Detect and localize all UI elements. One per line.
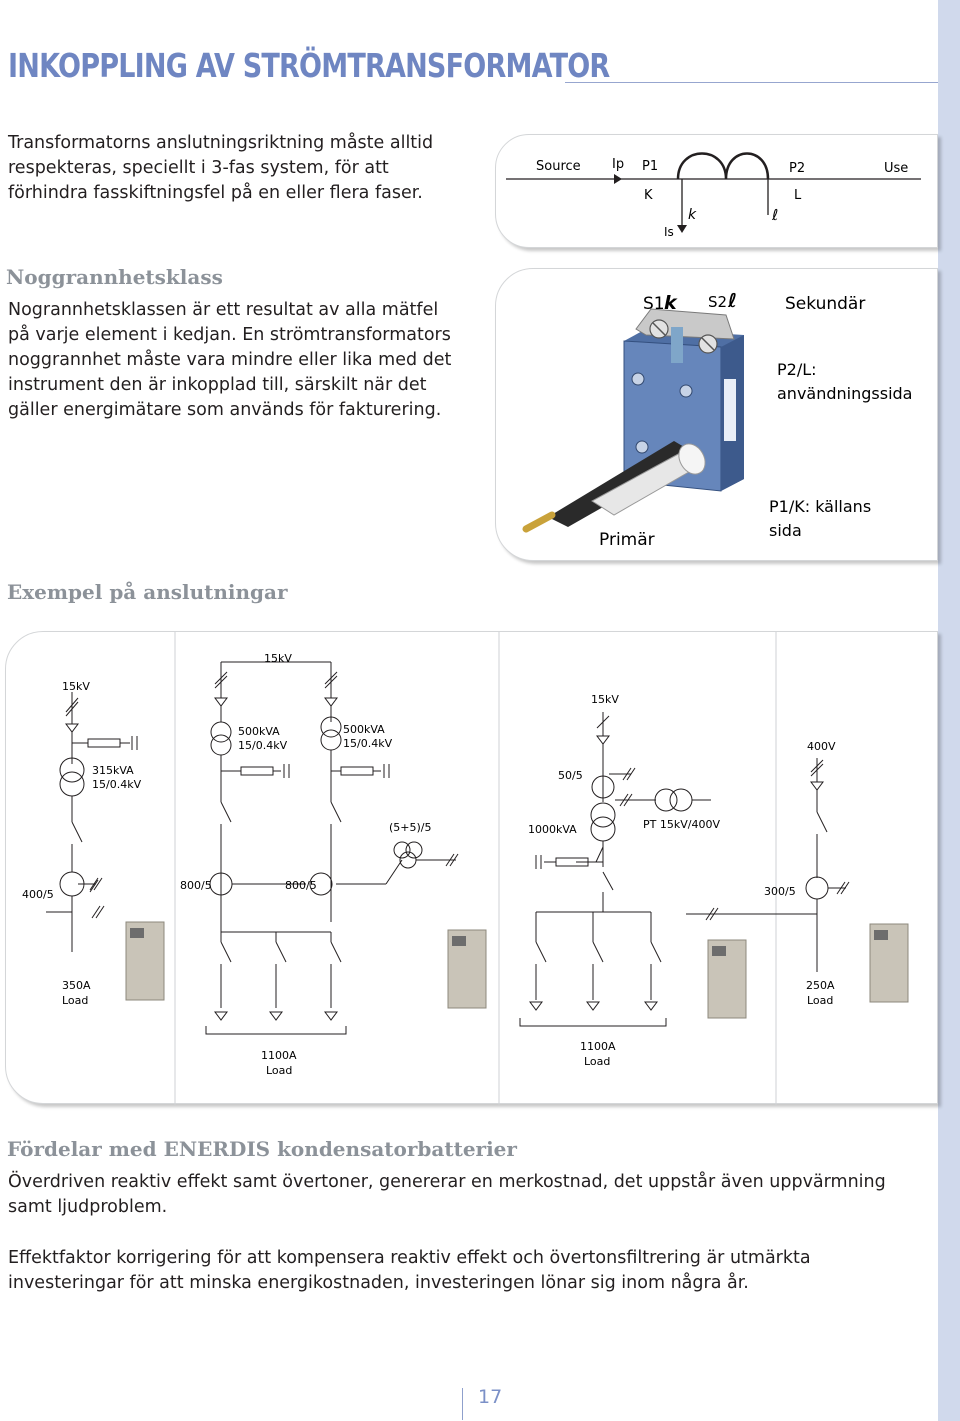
d1-load-value: 350A (62, 979, 91, 992)
benefits-paragraph-1: Överdriven reaktiv effekt samt övertoner… (8, 1172, 886, 1217)
d4-ct: 300/5 (764, 885, 796, 898)
label-p2-l: P2/L: (777, 360, 817, 379)
ct-photo-panel: S1 k S2 ℓ Sekundär P2/L: användningssida… (495, 268, 938, 561)
page-title: INKOPPLING AV STRÖMTRANSFORMATOR (8, 46, 610, 85)
d4-voltage: 400V (807, 740, 836, 753)
side-accent-bar (938, 0, 960, 1421)
ct-wiring-panel: Source Ip P1 K P2 L Use k ℓ Is (495, 134, 938, 248)
label-use: Use (884, 161, 908, 176)
intro-paragraph: Transformatorns anslutningsriktning måst… (8, 133, 434, 203)
page-number: 17 (478, 1386, 503, 1408)
d2-t2-rating: 500kVA (343, 723, 385, 736)
d4-load-value: 250A (806, 979, 835, 992)
label-l-upper: L (794, 188, 802, 203)
examples-heading: Exempel på anslutningar (7, 580, 288, 604)
label-s1-k: k (664, 292, 678, 314)
d1-ct: 400/5 (22, 888, 54, 901)
d1-load-label: Load (62, 994, 88, 1007)
d3-ct-hv: 50/5 (558, 769, 583, 782)
d1-transformer-ratio: 15/0.4kV (92, 778, 142, 791)
d3-transformer: 1000kVA (528, 823, 577, 836)
current-transformer-illustration: S1 k S2 ℓ Sekundär P2/L: användningssida… (522, 290, 912, 550)
d3-load-label: Load (584, 1055, 610, 1068)
label-k-upper: K (644, 188, 653, 203)
d1-transformer-rating: 315kVA (92, 764, 134, 777)
benefits-heading: Fördelar med ENERDIS kondensatorbatterie… (7, 1137, 517, 1161)
label-l-lower: ℓ (771, 206, 778, 224)
d3-load-value: 1100A (580, 1040, 616, 1053)
title-rule (565, 82, 938, 83)
label-sekundar: Sekundär (785, 294, 865, 314)
d1-voltage: 15kV (62, 680, 90, 693)
d2-t1-ratio: 15/0.4kV (238, 739, 288, 752)
d3-voltage: 15kV (591, 693, 619, 706)
d2-t1-rating: 500kVA (238, 725, 280, 738)
label-ip: Ip (612, 157, 624, 172)
label-s2-l: ℓ (727, 290, 737, 312)
connection-diagrams: 15kV 315kVA 15/0.4kV 400/5 350A Load 15k… (22, 632, 909, 1105)
label-p1-k-desc: sida (769, 521, 802, 540)
label-k-lower: k (688, 207, 697, 223)
d2-ct1: 800/5 (180, 879, 212, 892)
label-p1: P1 (642, 159, 658, 174)
connection-examples-panel: 15kV 315kVA 15/0.4kV 400/5 350A Load 15k… (5, 631, 938, 1105)
label-primar: Primär (599, 530, 655, 550)
capacitor-bank-cabinets (125, 921, 909, 1019)
d2-summation-ct: (5+5)/5 (389, 821, 432, 834)
d4-load-label: Load (807, 994, 833, 1007)
label-s1: S1 (643, 294, 665, 314)
benefits-paragraph-2: Effektfaktor korrigering för att kompens… (8, 1248, 811, 1293)
label-is: Is (664, 225, 674, 239)
d2-load-value: 1100A (261, 1049, 297, 1062)
label-p2: P2 (789, 161, 805, 176)
page-number-rule (462, 1388, 463, 1420)
d2-load-label: Load (266, 1064, 292, 1077)
ct-wiring-diagram: Source Ip P1 K P2 L Use k ℓ Is (506, 152, 921, 239)
d3-pt: PT 15kV/400V (643, 818, 720, 831)
label-source: Source (536, 159, 581, 174)
d2-voltage: 15kV (264, 652, 292, 665)
accuracy-paragraph: Nogrannhetsklassen är ett resultat av al… (8, 300, 452, 420)
label-p2-l-desc: användningssida (777, 384, 912, 403)
d2-t2-ratio: 15/0.4kV (343, 737, 393, 750)
d2-ct2: 800/5 (285, 879, 317, 892)
label-s2: S2 (708, 293, 727, 311)
accuracy-heading: Noggrannhetsklass (6, 265, 223, 289)
label-p1-k: P1/K: källans (769, 497, 871, 516)
